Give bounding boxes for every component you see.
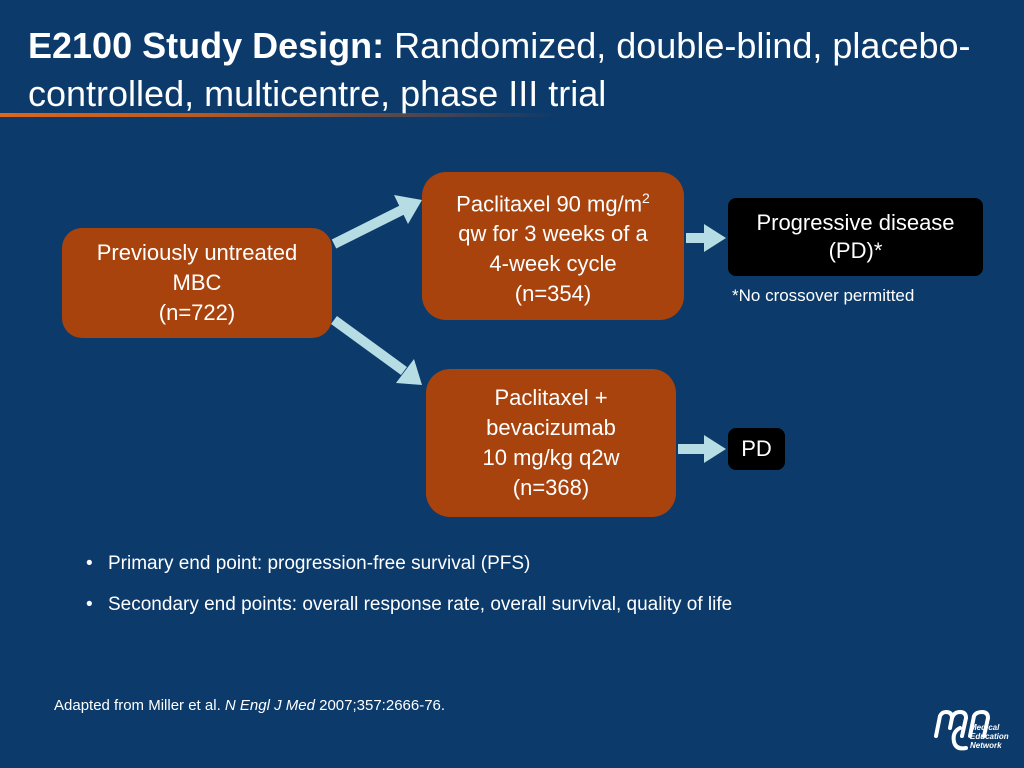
population-line-2: MBC — [172, 270, 222, 295]
arm1-dose: Paclitaxel 90 mg/m — [456, 191, 643, 217]
arm1-line-2: qw for 3 weeks of a — [458, 221, 648, 247]
title-underline — [0, 113, 560, 117]
reference-citation: Adapted from Miller et al. N Engl J Med … — [54, 697, 445, 714]
title-rest: Randomized, double-blind, placebo-contro… — [28, 25, 971, 114]
list-item: • Secondary end points: overall response … — [86, 593, 732, 617]
arrow-start-to-arm1 — [331, 204, 407, 249]
arm-paclitaxel-box: Paclitaxel 90 mg/m2 qw for 3 weeks of a … — [422, 172, 684, 320]
list-item: • Primary end point: progression-free sur… — [86, 552, 732, 576]
title-bold: E2100 Study Design: — [28, 25, 385, 66]
outcome1-line-2: (PD)* — [828, 238, 883, 263]
arm2-line-4: (n=368) — [512, 475, 590, 500]
arm1-dose-superscript: 2 — [642, 189, 650, 206]
bullet-icon: • — [86, 594, 93, 615]
outcome1-line-1: Progressive disease — [756, 210, 955, 235]
logo-line-1: Medical — [970, 723, 1000, 732]
outcome-pd-box: PD — [728, 428, 785, 470]
bullet-text: Secondary end points: overall response r… — [108, 594, 733, 615]
reference-suffix: 2007;357:2666-76. — [314, 697, 446, 714]
logo-line-3: Network — [970, 741, 1002, 750]
bullet-text: Primary end point: progression-free surv… — [108, 553, 531, 574]
arm2-line-3: 10 mg/kg q2w — [482, 445, 620, 470]
arm2-line-1: Paclitaxel + — [494, 385, 608, 410]
outcome2-line-1: PD — [741, 436, 772, 461]
population-line-3: (n=722) — [158, 300, 236, 325]
reference-journal: N Engl J Med — [224, 697, 315, 714]
logo-wordmark: Medical Education Network — [970, 723, 1009, 750]
population-box: Previously untreated MBC (n=722) — [62, 228, 332, 338]
arrowhead-arm1 — [394, 195, 422, 224]
arm1-line-3: 4-week cycle — [489, 251, 617, 277]
crossover-note: *No crossover permitted — [732, 286, 915, 305]
arrowhead-outcome1 — [704, 224, 726, 252]
endpoint-list: • Primary end point: progression-free sur… — [86, 552, 732, 634]
arm1-line-4: (n=354) — [514, 281, 592, 307]
logo-line-2: Education — [970, 732, 1009, 741]
reference-prefix: Adapted from Miller et al. — [54, 697, 225, 714]
bullet-icon: • — [86, 553, 93, 574]
men-logo-icon — [934, 709, 991, 751]
arrowhead-arm2 — [396, 359, 422, 385]
arrow-start-to-arm2 — [331, 315, 407, 376]
arm1-line-1: Paclitaxel 90 mg/m2 — [456, 183, 650, 219]
arm-paclitaxel-bevacizumab-box: Paclitaxel + bevacizumab 10 mg/kg q2w (n… — [426, 369, 676, 517]
outcome-progressive-disease-box: Progressive disease (PD)* — [728, 198, 983, 276]
slide-title: E2100 Study Design: Randomized, double-b… — [28, 22, 1008, 118]
population-line-1: Previously untreated — [96, 240, 298, 265]
arm2-line-2: bevacizumab — [486, 415, 616, 440]
arrowhead-outcome2 — [704, 435, 726, 463]
